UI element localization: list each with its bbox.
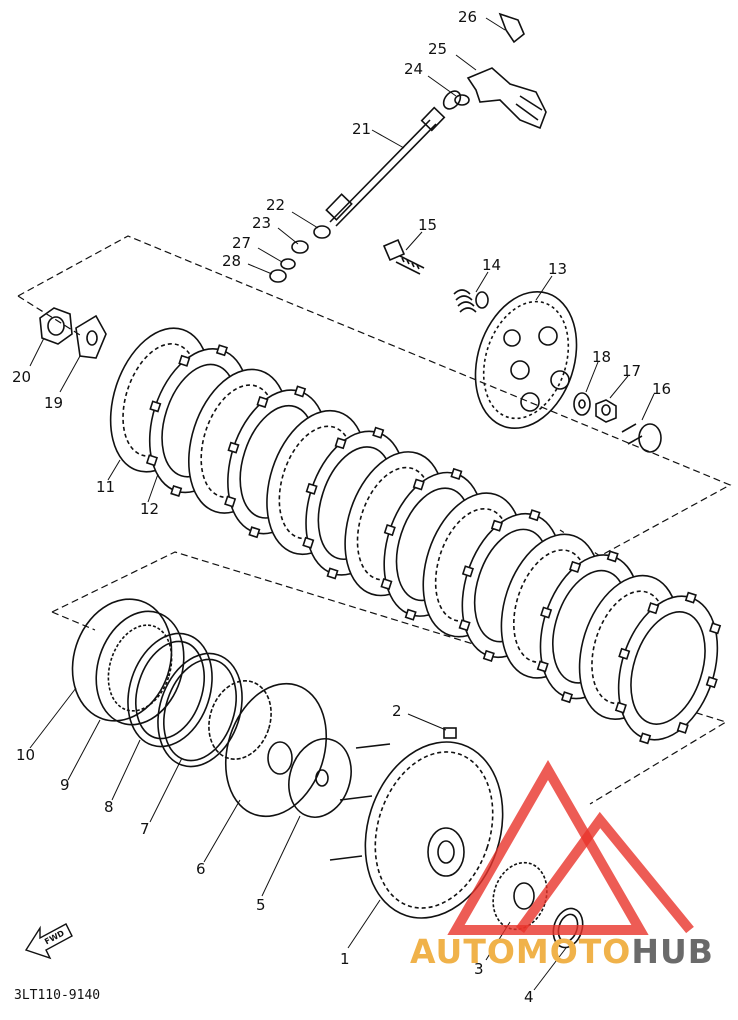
- callout-25: 25: [428, 40, 448, 58]
- callout-19: 19: [44, 394, 64, 412]
- callout-16: 16: [652, 380, 672, 398]
- callout-5: 5: [256, 896, 266, 914]
- push-lever: [454, 12, 547, 130]
- thrust-washer: [288, 738, 352, 818]
- watermark-part1: AUTOMOTO: [410, 932, 632, 971]
- clutch-nut: [39, 307, 107, 359]
- automotohub-logo: [447, 759, 694, 935]
- lower-rings: [71, 598, 243, 768]
- plate-stack: [109, 327, 722, 745]
- pressure-plate: [474, 290, 578, 430]
- watermark-part2: HUB: [631, 932, 714, 971]
- callout-20: 20: [12, 368, 32, 386]
- callout-3: 3: [474, 960, 484, 978]
- callout-9: 9: [60, 776, 70, 794]
- callout-21: 21: [352, 120, 372, 138]
- callout-28: 28: [222, 252, 242, 270]
- callout-27: 27: [232, 234, 252, 252]
- fwd-arrow-icon: [24, 923, 73, 960]
- small-washers: [269, 225, 331, 283]
- callout-1: 1: [340, 950, 350, 968]
- callout-14: 14: [482, 256, 502, 274]
- push-rod: [325, 90, 462, 227]
- diagram-code: 3LT110-9140: [14, 988, 101, 1003]
- watermark-text: AUTOMOTOHUB: [410, 932, 714, 971]
- callout-10: 10: [16, 746, 36, 764]
- callout-6: 6: [196, 860, 206, 878]
- callout-7: 7: [140, 820, 150, 838]
- callout-4: 4: [524, 988, 534, 1006]
- spacer: [443, 727, 457, 739]
- clutch-boss: [208, 680, 328, 818]
- clutch-plate: [614, 591, 722, 745]
- leader-lines: [29, 17, 655, 991]
- callout-22: 22: [266, 196, 286, 214]
- callout-15: 15: [418, 216, 438, 234]
- callout-18: 18: [592, 348, 612, 366]
- callout-2: 2: [392, 702, 402, 720]
- callout-17: 17: [622, 362, 642, 380]
- callout-26: 26: [458, 8, 478, 26]
- callout-8: 8: [104, 798, 114, 816]
- callout-11: 11: [96, 478, 116, 496]
- callout-24: 24: [404, 60, 424, 78]
- lower-assembly-outline: [51, 551, 728, 805]
- release-parts: [573, 392, 662, 453]
- clutch-housing: [329, 741, 504, 919]
- callout-13: 13: [548, 260, 568, 278]
- clutch-spring: [453, 289, 489, 313]
- bolt: [382, 238, 425, 275]
- callout-23: 23: [252, 214, 272, 232]
- callout-12: 12: [140, 500, 160, 518]
